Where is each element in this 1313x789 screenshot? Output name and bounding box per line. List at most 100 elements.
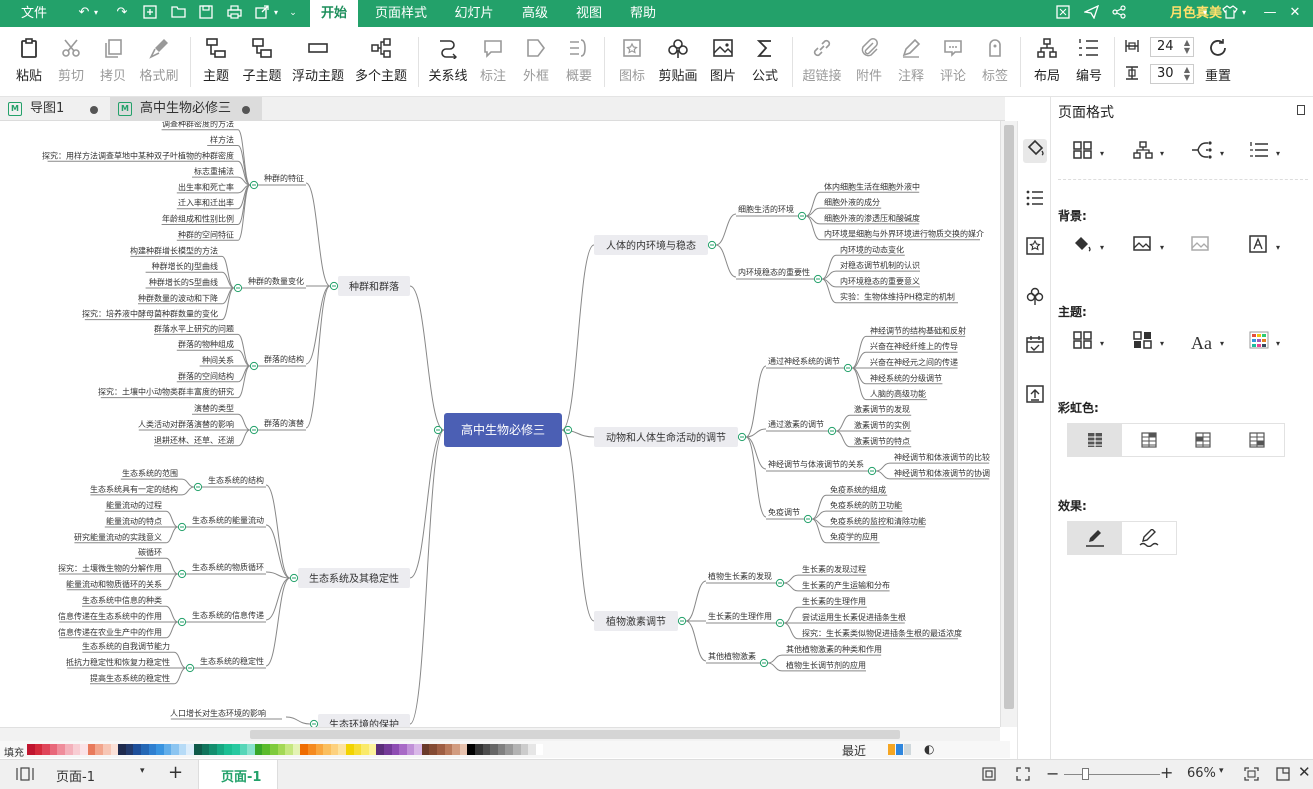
mindmap-canvas[interactable]: 种群和群落种群的特征调查种群密度的方法样方法探究：用样方法调查草地中某种双子叶植… (0, 121, 1000, 727)
color-swatch[interactable] (300, 744, 308, 755)
leaf-topic[interactable]: 探究：土壤微生物的分解作用 (58, 563, 162, 573)
leaf-topic[interactable]: 兴奋在神经元之间的传递 (870, 357, 958, 367)
palette-icon[interactable]: ◐ (924, 742, 935, 756)
leaf-topic[interactable]: 探究：用样方法调查草地中某种双子叶植物的种群密度 (42, 150, 234, 160)
color-swatch[interactable] (285, 744, 293, 755)
leaf-topic[interactable]: 调查种群密度的方法 (162, 121, 234, 129)
leaf-topic[interactable]: 退耕还林、还草、还湖 (154, 435, 234, 445)
copy-button[interactable]: 拷贝 (96, 35, 130, 93)
leaf-topic[interactable]: 激素调节的实例 (854, 420, 910, 430)
fit-page-icon[interactable] (982, 767, 996, 785)
reset-button[interactable]: 重置 (1200, 35, 1236, 93)
leaf-topic[interactable]: 能量流动的过程 (106, 500, 162, 510)
format-painter-button[interactable]: 格式刷 (136, 35, 182, 93)
org-layout-icon[interactable]: ▾ (1133, 141, 1167, 165)
sub-topic-label[interactable]: 神经调节与体液调节的关系 (768, 459, 864, 469)
unsaved-dot-icon[interactable] (242, 106, 250, 114)
color-swatch[interactable] (459, 744, 468, 755)
color-swatch[interactable] (209, 744, 217, 755)
leaf-topic[interactable]: 生长素的产生运输和分布 (802, 580, 890, 590)
collapse-toggle[interactable] (249, 361, 259, 371)
color-swatch[interactable] (421, 744, 430, 755)
multi-topic-button[interactable]: 多个主题 (352, 35, 410, 93)
color-swatch[interactable] (27, 744, 35, 755)
branch-topic[interactable] (594, 611, 678, 631)
page-list-icon[interactable] (16, 767, 34, 785)
color-swatch[interactable] (452, 744, 460, 755)
leaf-topic[interactable]: 碳循环 (138, 547, 162, 557)
color-swatch[interactable] (194, 744, 202, 755)
leaf-topic[interactable]: 信息传递在农业生产中的作用 (58, 627, 162, 637)
rainbow-option-4[interactable] (1230, 424, 1284, 456)
collapse-toggle[interactable] (249, 180, 259, 190)
color-swatch[interactable] (437, 744, 445, 755)
color-swatch[interactable] (391, 744, 400, 755)
color-swatch[interactable] (254, 744, 263, 755)
spinner-arrows-icon[interactable]: ▲▼ (1183, 65, 1190, 82)
quick-access-more-icon[interactable]: ⌄ (289, 8, 297, 18)
leaf-topic[interactable]: 其他植物激素的种类和作用 (786, 644, 882, 654)
horizontal-spacing-input[interactable]: 24▲▼ (1150, 37, 1194, 57)
leaf-topic[interactable]: 体内细胞生活在细胞外液中 (824, 181, 920, 191)
color-swatch[interactable] (513, 744, 521, 755)
leaf-topic[interactable]: 群落的空间结构 (178, 371, 234, 381)
doc-tab-map1[interactable]: M 导图1 (0, 97, 108, 121)
icon-tool[interactable] (1023, 237, 1047, 261)
leaf-topic[interactable]: 种群的空间特征 (178, 229, 234, 239)
color-swatch[interactable] (34, 744, 43, 755)
branch-topic[interactable] (298, 568, 410, 588)
leaf-topic[interactable]: 免疫系统的监控和清除功能 (830, 516, 926, 526)
numbering-button[interactable]: 编号 (1072, 35, 1106, 93)
sub-topic-label[interactable]: 生态系统的物质循环 (192, 562, 264, 572)
color-swatch[interactable] (64, 744, 73, 755)
color-swatch[interactable] (57, 744, 65, 755)
leaf-topic[interactable]: 生长素的生理作用 (802, 596, 866, 606)
leaf-topic[interactable]: 生态系统的自我调节能力 (82, 641, 170, 651)
share-icon[interactable] (1111, 5, 1127, 21)
leaf-topic[interactable]: 种间关系 (202, 355, 234, 365)
color-swatch[interactable] (118, 744, 126, 755)
zoom-level[interactable]: 66% (1187, 766, 1216, 781)
color-swatch[interactable] (361, 744, 369, 755)
leaf-topic[interactable]: 能量流动的特点 (106, 516, 162, 526)
color-swatch[interactable] (148, 744, 157, 755)
leaf-topic[interactable]: 种群数量的波动和下降 (138, 293, 218, 303)
leaf-topic[interactable]: 生长素的发现过程 (802, 564, 866, 574)
leaf-topic[interactable]: 兴奋在神经纤维上的传导 (870, 341, 958, 351)
doc-tab-biology[interactable]: M 高中生物必修三 (110, 97, 262, 121)
collapse-toggle[interactable] (797, 211, 807, 221)
background-image-icon[interactable]: ▾ (1133, 235, 1167, 259)
leaf-topic[interactable]: 提高生态系统的稳定性 (90, 673, 170, 683)
leaf-topic[interactable]: 植物生长调节剂的应用 (786, 660, 866, 670)
picture-button[interactable]: 图片 (706, 35, 740, 93)
color-swatch[interactable] (330, 744, 339, 755)
color-swatch[interactable] (262, 744, 270, 755)
leaf-topic[interactable]: 研究能量流动的实践意义 (74, 532, 162, 542)
color-swatch[interactable] (520, 744, 529, 755)
leaf-topic[interactable]: 信息传递在生态系统中的作用 (58, 611, 162, 621)
tab-start[interactable]: 开始 (310, 0, 358, 27)
vertical-scrollbar[interactable] (1000, 121, 1017, 727)
sub-topic-label[interactable]: 生态系统的稳定性 (200, 656, 264, 666)
leaf-topic[interactable]: 种群增长的S型曲线 (149, 277, 218, 287)
fullscreen-icon[interactable] (1055, 5, 1071, 21)
sub-topic-label[interactable]: 生态系统的能量流动 (192, 515, 264, 525)
color-swatch[interactable] (171, 744, 179, 755)
collapse-toggle[interactable] (289, 573, 299, 583)
leaf-topic[interactable]: 神经调节的结构基础和反射 (870, 325, 966, 335)
color-swatch[interactable] (368, 744, 377, 755)
leaf-topic[interactable]: 种群增长的J型曲线 (152, 261, 218, 271)
undo-icon[interactable]: ↶ (78, 5, 90, 20)
effect-hand-drawn[interactable] (1068, 522, 1122, 554)
scrollbar-thumb[interactable] (250, 730, 900, 739)
collapse-toggle[interactable] (759, 658, 769, 668)
sub-topic-label[interactable]: 群落的结构 (264, 354, 304, 364)
collapse-toggle[interactable] (775, 618, 785, 628)
topic-button[interactable]: 主题 (198, 35, 234, 93)
cut-button[interactable]: 剪切 (54, 35, 88, 93)
leaf-topic[interactable]: 神经调节和体液调节的协调 (894, 468, 990, 478)
color-scheme-icon[interactable]: ▾ (1249, 331, 1283, 355)
zoom-slider-handle[interactable] (1082, 768, 1089, 780)
recent-color-swatch[interactable] (896, 744, 903, 755)
leaf-topic[interactable]: 人类活动对群落演替的影响 (138, 419, 234, 429)
